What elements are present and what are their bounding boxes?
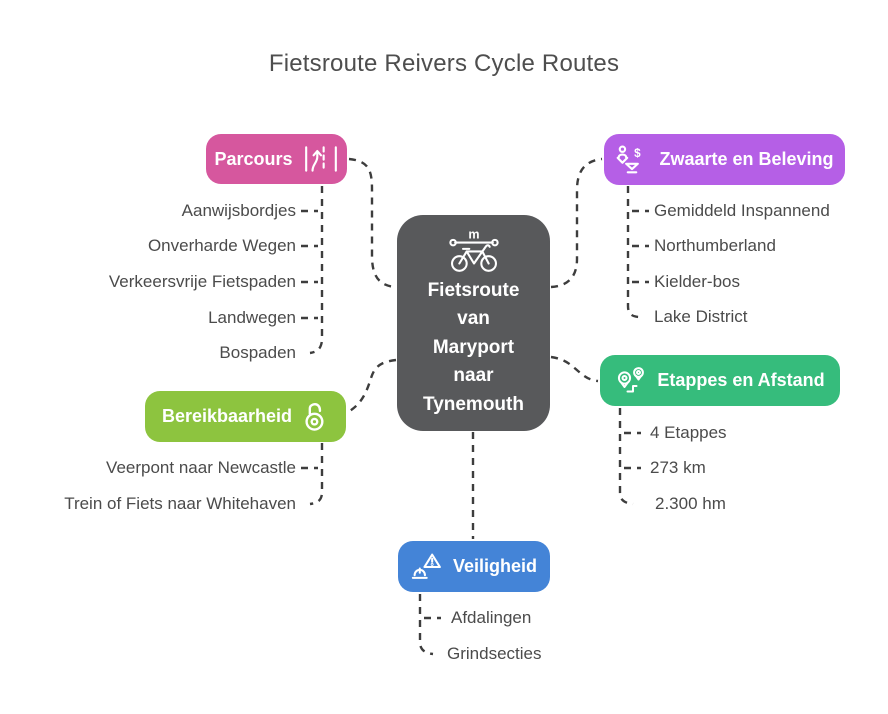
- branch-label: Veiligheid: [452, 556, 538, 576]
- list-item[interactable]: Afdalingen: [451, 608, 532, 627]
- svg-text:$: $: [635, 147, 642, 160]
- branch-label: Bereikbaarheid: [161, 406, 293, 426]
- list-item[interactable]: Trein of Fiets naar Whitehaven: [64, 494, 296, 513]
- center-label-line: Tynemouth: [423, 393, 524, 415]
- list-item[interactable]: 273 km: [650, 458, 706, 477]
- list-item[interactable]: Verkeersvrije Fietspaden: [108, 272, 296, 291]
- open-lock-icon: [302, 401, 329, 432]
- center-label-line: Fietsroute: [427, 279, 520, 301]
- center-node[interactable]: m Fietsroute van Maryport naar Tynemouth: [397, 215, 550, 431]
- list-item[interactable]: Northumberland: [654, 236, 776, 255]
- list-item[interactable]: Kielder-bos: [654, 272, 740, 291]
- route-pins-icon: [615, 366, 647, 396]
- list-item[interactable]: Lake District: [654, 307, 748, 326]
- list-item[interactable]: Bospaden: [219, 343, 296, 362]
- list-item[interactable]: Grindsecties: [447, 644, 542, 663]
- branch-node-zwaarte[interactable]: $ Zwaarte en Beleving: [604, 134, 845, 185]
- branch-node-veiligheid[interactable]: Veiligheid: [398, 541, 550, 592]
- branch-node-bereikbaarheid[interactable]: Bereikbaarheid: [145, 391, 346, 442]
- bicycle-route-icon: m: [445, 229, 503, 275]
- center-label-line: Maryport: [432, 336, 515, 358]
- list-item[interactable]: Landwegen: [208, 308, 296, 327]
- page-title: Fietsroute Reivers Cycle Routes: [268, 50, 620, 77]
- branch-label: Etappes en Afstand: [657, 370, 825, 390]
- branch-label: Zwaarte en Beleving: [659, 149, 834, 169]
- center-label-line: van: [457, 308, 490, 330]
- branch-node-etappes[interactable]: Etappes en Afstand: [600, 355, 840, 406]
- list-item[interactable]: Gemiddeld Inspannend: [654, 201, 830, 220]
- branch-label: Parcours: [214, 148, 293, 169]
- balance-scale-icon: $: [615, 145, 649, 174]
- list-item[interactable]: Onverharde Wegen: [147, 236, 296, 255]
- list-item[interactable]: 2.300 hm: [655, 494, 726, 513]
- helmet-warning-icon: [411, 552, 443, 581]
- center-label-line: naar: [453, 365, 494, 387]
- list-item[interactable]: 4 Etappes: [650, 423, 727, 442]
- road-lanes-icon: [303, 145, 339, 173]
- svg-text:m: m: [468, 229, 479, 241]
- branch-node-parcours[interactable]: Parcours: [206, 134, 347, 184]
- list-item[interactable]: Aanwijsbordjes: [181, 201, 296, 220]
- list-item[interactable]: Veerpont naar Newcastle: [106, 458, 296, 477]
